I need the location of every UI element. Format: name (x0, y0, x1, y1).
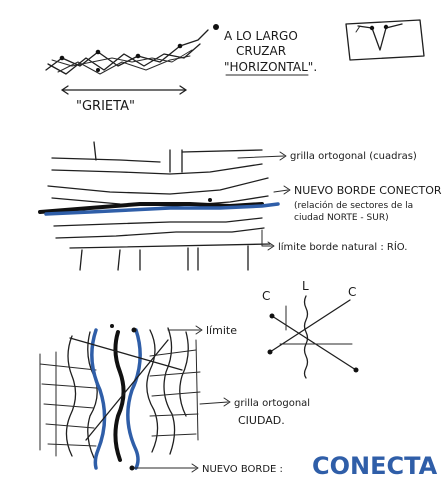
edge-sub1: (relación de sectores de la (294, 200, 413, 211)
side-label-right: C (348, 285, 356, 299)
grieta-label: "GRIETA" (76, 99, 135, 114)
crack-note-line2: CRUZAR (236, 44, 286, 58)
center-label: L (302, 279, 309, 293)
grid-ciudad-note2: CIUDAD. (238, 414, 285, 427)
connection-diagram (267, 295, 359, 379)
v-section-sketch (345, 19, 425, 61)
limit-label: límite (206, 324, 237, 337)
edge-title: NUEVO BORDE CONECTOR (294, 184, 442, 197)
city-grid-sketch (39, 324, 201, 471)
crack-note-line1: A LO LARGO (224, 29, 298, 43)
grid-ciudad-arrow (199, 401, 229, 405)
crack-note-line3: "HORIZONTAL". (224, 60, 317, 74)
grieta-arrow (61, 85, 187, 95)
conecta-label: CONECTA (312, 452, 438, 480)
edge-sub2: ciudad NORTE - SUR) (294, 213, 389, 223)
river-plan-sketch (38, 141, 280, 271)
limit-note-arrow (261, 229, 273, 247)
grid-ciudad-note1: grilla ortogonal (234, 398, 310, 409)
limit-note: límite borde natural : RÍO. (278, 240, 407, 253)
grid-note: grilla ortogonal (cuadras) (290, 151, 417, 162)
grid-note-arrow (237, 155, 285, 159)
crack-sketch (45, 24, 219, 75)
edge-note-arrow (273, 189, 289, 193)
new-edge-prefix: NUEVO BORDE : (202, 464, 283, 475)
side-label-left: C (262, 289, 270, 303)
